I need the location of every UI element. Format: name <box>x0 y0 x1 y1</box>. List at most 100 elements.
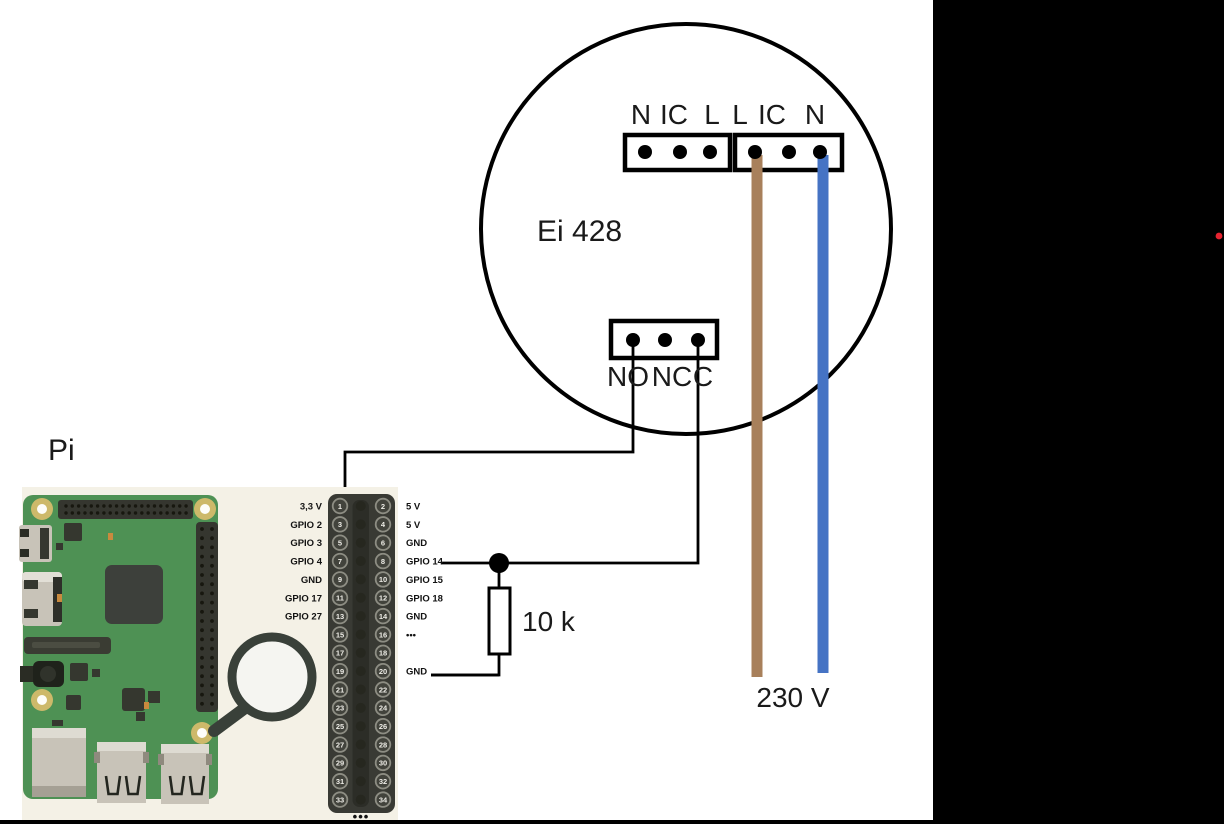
gpio-pin-number: 26 <box>379 722 387 731</box>
header-pin-dot <box>134 504 137 507</box>
header-pin-dot <box>109 511 112 514</box>
gpio-pin-number: 21 <box>336 685 344 694</box>
header-pin-dot <box>210 546 214 550</box>
mains-voltage-label: 230 V <box>756 682 829 713</box>
header-pin-dot <box>200 555 204 559</box>
header-pin-dot <box>210 573 214 577</box>
header-pin-dot <box>200 702 204 706</box>
header-pin-dot <box>210 684 214 688</box>
gpio-pin-number: 5 <box>338 539 342 548</box>
smd <box>108 533 113 540</box>
header-pin-dot <box>200 582 204 586</box>
terminal-dot <box>703 145 717 159</box>
header-pin-dot <box>109 504 112 507</box>
chip <box>56 543 63 550</box>
audio-jack-ring <box>40 666 56 682</box>
header-pin-dot <box>210 638 214 642</box>
channel-hole <box>356 685 366 695</box>
header-pin-dot <box>90 504 93 507</box>
header-pin-dot <box>200 536 204 540</box>
channel-hole <box>356 574 366 584</box>
header-pin-dot <box>146 504 149 507</box>
header-pin-dot <box>200 564 204 568</box>
gpio-left-label: GPIO 4 <box>290 557 322 568</box>
ethernet-top <box>32 728 86 738</box>
gpio-pin-number: 16 <box>379 630 387 639</box>
terminal-dot <box>626 333 640 347</box>
chip <box>66 695 81 710</box>
header-pin-dot <box>83 511 86 514</box>
gpio-pin-number: 34 <box>379 795 388 804</box>
mounting-hole-center <box>200 504 210 514</box>
terminal-dot <box>691 333 705 347</box>
header-pin-dot <box>210 592 214 596</box>
mounting-hole-center <box>37 504 47 514</box>
gpio-right-label: 5 V <box>406 520 421 531</box>
channel-hole <box>356 740 366 750</box>
gpio-pin-number: 9 <box>338 575 342 584</box>
usb-port-2 <box>158 744 212 804</box>
header-pin-dot <box>172 504 175 507</box>
usb-top <box>161 744 209 753</box>
terminal-dot <box>813 145 827 159</box>
gpio-pin-number: 7 <box>338 557 342 566</box>
header-pin-dot <box>200 665 204 669</box>
header-pin-dot <box>200 674 204 678</box>
terminal-label-ic-right: IC <box>758 99 786 130</box>
header-pin-dot <box>77 504 80 507</box>
header-pin-dot <box>64 504 67 507</box>
gpio-pin-number: 27 <box>336 740 344 749</box>
channel-hole <box>356 611 366 621</box>
header-pin-dot <box>210 582 214 586</box>
terminal-label-l-left: L <box>704 99 720 130</box>
camera-connector-slot <box>32 642 100 648</box>
header-pin-dot <box>153 511 156 514</box>
header-pin-dot <box>210 619 214 623</box>
gpio-right-label: GPIO 15 <box>406 575 444 586</box>
channel-hole <box>356 519 366 529</box>
chip <box>64 523 82 541</box>
microusb-port <box>19 525 52 562</box>
gpio-right-label: GND <box>406 538 427 549</box>
gpio-pin-number: 10 <box>379 575 387 584</box>
header-pin-dot <box>165 504 168 507</box>
channel-hole <box>356 758 366 768</box>
gpio-pin-number: 30 <box>379 759 387 768</box>
chip <box>148 691 160 703</box>
header-pin-dot <box>210 702 214 706</box>
header-pin-dot <box>200 610 204 614</box>
header-pin-dot <box>172 511 175 514</box>
gpio-pin-number: 17 <box>336 649 344 658</box>
header-pin-dot <box>159 504 162 507</box>
gpio-pin-number: 2 <box>381 502 385 511</box>
camera-connector <box>24 637 111 654</box>
header-pin-dot <box>200 527 204 531</box>
gpio-left-label: 3,3 V <box>300 502 323 513</box>
red-dot <box>1216 233 1223 240</box>
microusb-tab <box>20 549 29 557</box>
channel-hole <box>356 795 366 805</box>
chip <box>136 712 145 721</box>
gpio-bottom-ellipsis: ••• <box>353 809 370 824</box>
microusb-tab <box>20 529 29 537</box>
mounting-hole-center <box>197 728 207 738</box>
channel-hole <box>356 776 366 786</box>
channel-hole <box>356 538 366 548</box>
gpio-pin-number: 12 <box>379 594 387 603</box>
pi-title: Pi <box>48 434 75 467</box>
terminal-dot <box>748 145 762 159</box>
gpio-pin-number: 19 <box>336 667 344 676</box>
gpio-right-label: GND <box>406 667 427 678</box>
header-pin-dot <box>115 511 118 514</box>
header-pin-dot <box>210 693 214 697</box>
header-pin-dot <box>184 511 187 514</box>
gpio-right-label: 5 V <box>406 502 421 513</box>
gpio-pin-number: 18 <box>379 649 387 658</box>
gpio-right-label: GPIO 14 <box>406 557 444 568</box>
terminal-label-c: C <box>693 361 713 392</box>
terminal-dot <box>673 145 687 159</box>
usb-tab <box>158 754 164 765</box>
gpio-pin-number: 22 <box>379 685 387 694</box>
gpio-pin-number: 13 <box>336 612 344 621</box>
pi-top-header <box>58 500 193 519</box>
